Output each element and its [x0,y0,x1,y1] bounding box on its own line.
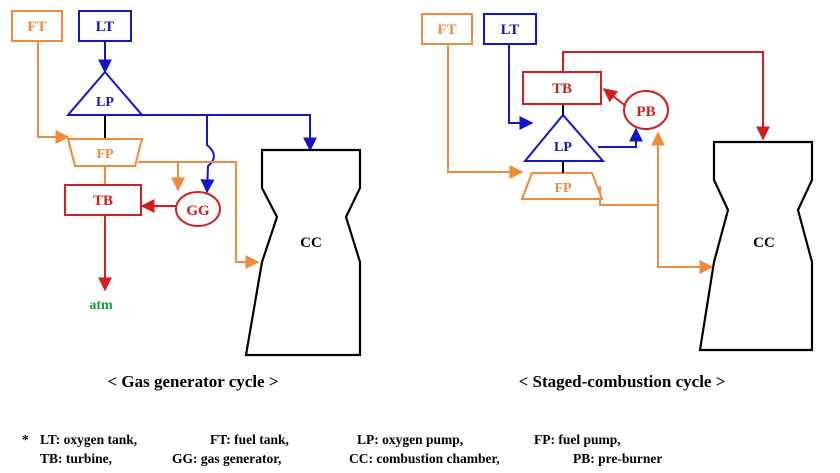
legend-ft: FT: fuel tank, [210,432,289,447]
gg-gas-generator-label: GG [186,203,210,219]
legend-lt: LT: oxygen tank, [40,432,138,447]
sc-pre-burner-shape [623,90,669,130]
sc-turbine-label: TB [552,81,572,97]
sc-fuel-pump-shape [520,172,604,200]
sc-oxygen-lines [508,44,643,148]
gg-oxygen-pump-shape [65,70,145,116]
sc-fuel-pump-label: FP [554,181,572,196]
legend-fp: FP: fuel pump, [534,432,621,447]
gg-turbine-label: TB [93,193,113,209]
sc-fuel-tank-box [421,13,473,45]
sc-oxygen-tank-label: LT [501,22,520,38]
sc-turbine-box [522,71,602,105]
sc-caption: < Staged-combustion cycle > [519,372,726,391]
legend-cc: CC: combustion chamber, [349,451,500,466]
gg-fuel-lines [37,42,260,269]
sc-combustion-chamber-label: CC [753,235,775,251]
gg-oxygen-lines [98,42,317,194]
staged-combustion-cycle: FT LT TB PB LP FP CC < Staged-combustion… [421,13,814,391]
gg-gas-generator-shape [175,191,221,227]
gas-generator-cycle: FT LT LP FP TB GG atm CC < Gas generator… [11,10,362,391]
sc-oxygen-pump-label: LP [554,140,572,155]
gg-fuel-tank-label: FT [27,19,46,35]
gg-oxygen-pump-label: LP [96,95,114,110]
sc-combustion-chamber-shape [698,140,814,352]
sc-hot-lines [562,51,770,141]
sc-fuel-tank-label: FT [437,22,456,38]
legend-gg: GG: gas generator, [172,451,282,466]
gg-combustion-chamber-shape [244,148,362,357]
gg-fuel-tank-box [11,10,63,42]
gg-atm-label: atm [89,298,113,313]
gg-fuel-pump-shape [66,138,144,167]
gg-turbine-box [64,184,142,216]
gg-hot-lines [98,199,180,292]
gg-oxygen-tank-box [78,10,132,42]
gg-oxygen-tank-label: LT [96,19,115,35]
gg-fuel-pump-label: FP [96,147,114,162]
gg-caption: < Gas generator cycle > [107,372,278,391]
sc-pre-burner-label: PB [636,104,655,120]
gg-combustion-chamber-label: CC [300,235,322,251]
legend-star: * [22,432,29,447]
sc-oxygen-tank-box [483,13,537,45]
legend-pb: PB: pre-burner [573,451,663,466]
legend-tb: TB: turbine, [40,451,113,466]
legend-lp: LP: oxygen pump, [357,432,464,447]
